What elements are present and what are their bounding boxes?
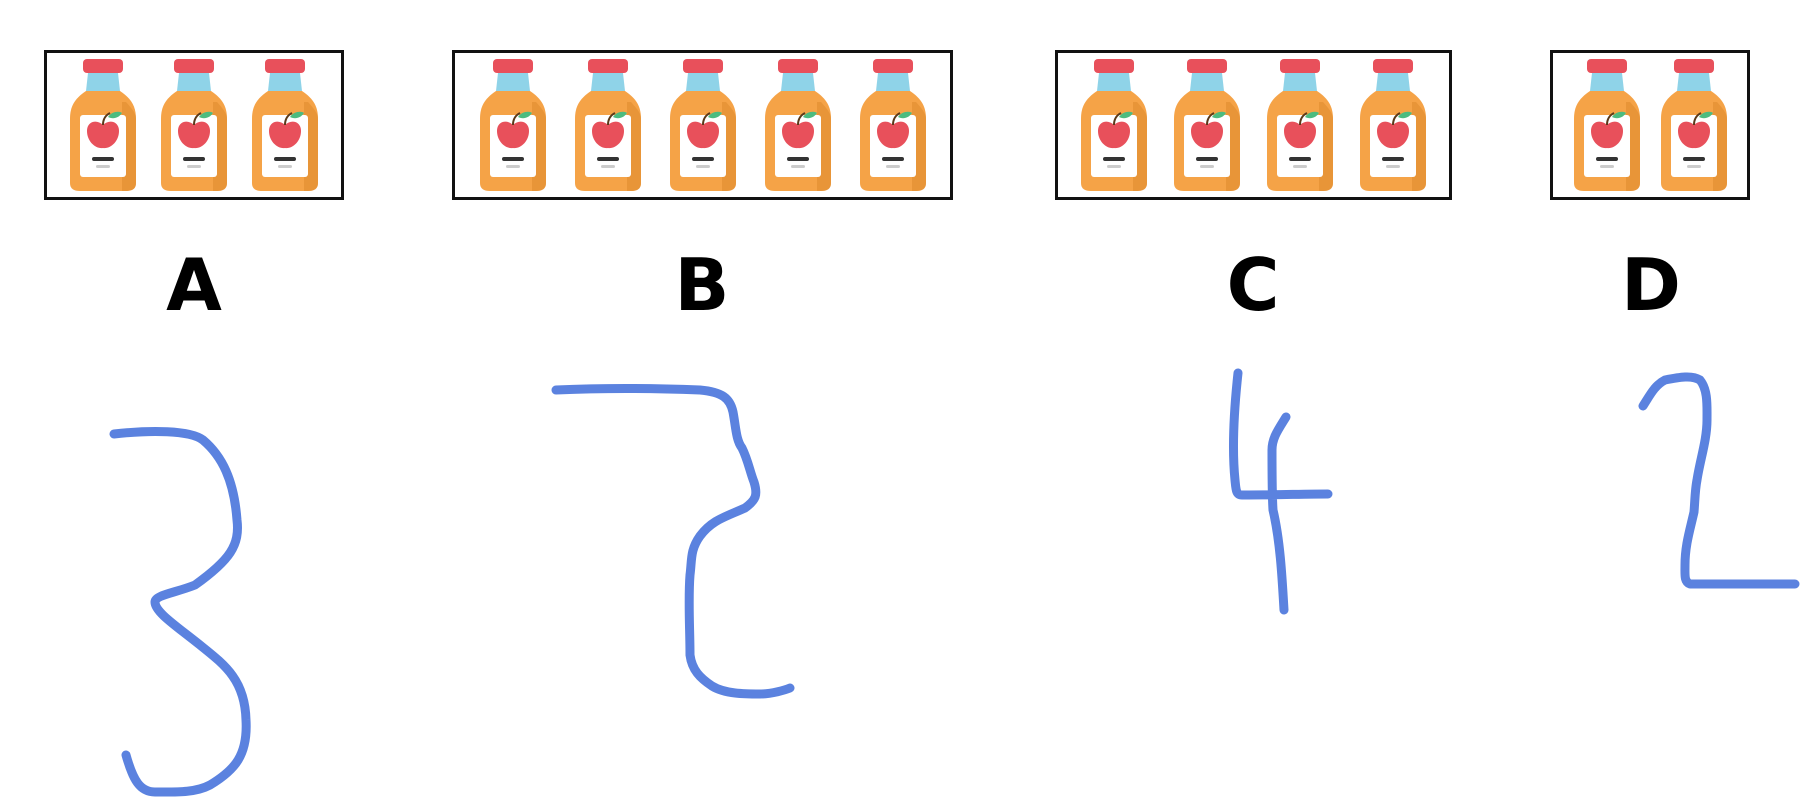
apple-juice-bottle-icon [858,57,928,193]
apple-juice-bottle-icon [763,57,833,193]
apple-juice-bottle-icon [1659,57,1729,193]
apple-juice-bottle-icon [159,57,229,193]
apple-juice-bottle-icon [250,57,320,193]
bottle-group-b [452,50,953,200]
apple-juice-bottle-icon [668,57,738,193]
bottle-group-c [1055,50,1452,200]
group-label-b: B [674,243,730,327]
handwritten-answer-c [1229,368,1333,615]
apple-juice-bottle-icon [573,57,643,193]
apple-juice-bottle-icon [1172,57,1242,193]
apple-juice-bottle-icon [68,57,138,193]
handwritten-answer-a [109,427,251,797]
group-label-c: C [1226,243,1280,327]
apple-juice-bottle-icon [478,57,548,193]
group-label-d: D [1621,243,1681,327]
apple-juice-bottle-icon [1572,57,1642,193]
bottle-group-a [44,50,344,200]
bottle-group-d [1550,50,1750,200]
apple-juice-bottle-icon [1358,57,1428,193]
handwritten-answer-b [551,384,795,699]
apple-juice-bottle-icon [1079,57,1149,193]
apple-juice-bottle-icon [1265,57,1335,193]
handwritten-answer-d [1638,372,1800,589]
group-label-a: A [166,243,222,327]
